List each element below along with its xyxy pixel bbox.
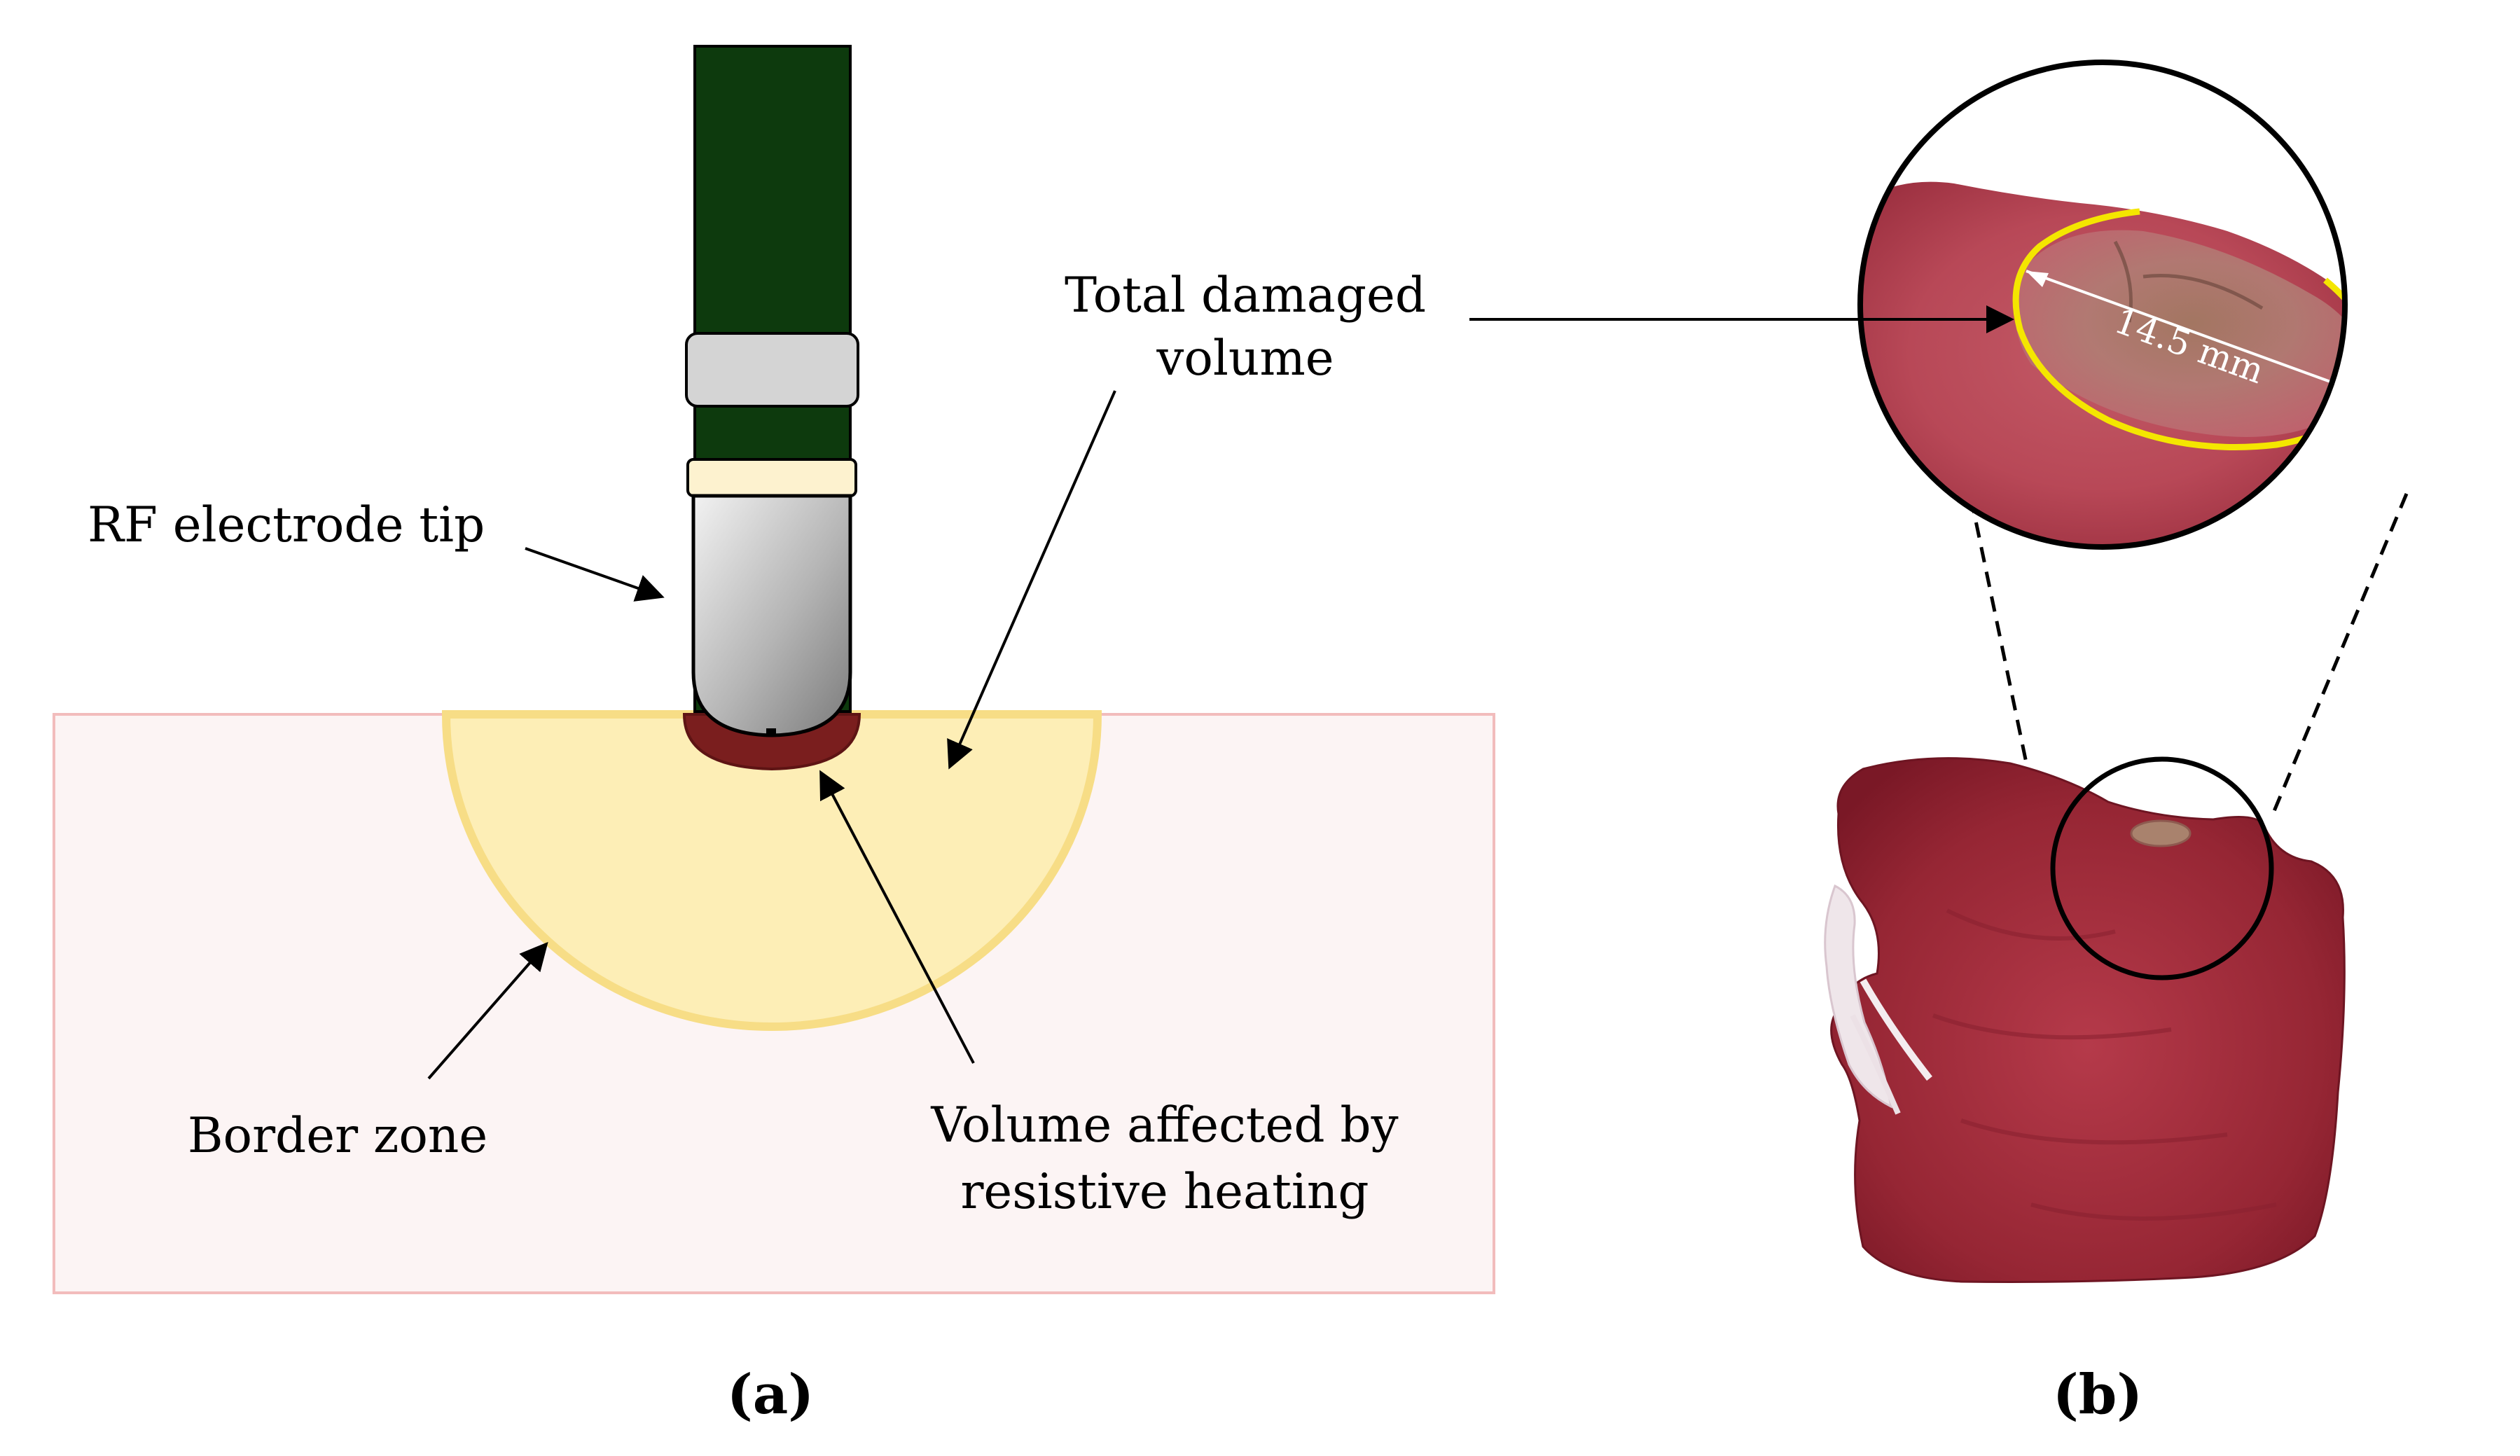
panel-a: RF electrode tip Total damaged volume Bo… [53,45,1495,1427]
label-rf-electrode-tip: RF electrode tip [88,497,485,553]
zoom-connector-right [2269,493,2409,820]
arrow-resistive-heating [819,770,975,1064]
panel-b: 14.5 mm (b) [1469,60,2409,1427]
label-total-damaged-line2: volume [1156,331,1334,387]
zoom-lesion-crack [2113,240,2264,323]
fat-tissue [1824,884,1892,1109]
zoom-lesion-outline [2012,208,2345,450]
region-of-interest-circle [2050,756,2274,980]
meat-texture [1932,908,2277,1221]
zoom-lesion [2014,230,2345,437]
zoom-measure-arrow-left [2026,271,2049,287]
meat-sample-photo [1824,757,2346,1283]
zoom-view: 14.5 mm [1857,60,2369,550]
panel-b-caption: (b) [2053,1363,2142,1427]
fat-strand [1860,978,1932,1081]
electrode-ring-gray [685,332,859,408]
electrode-tip-sensor [766,728,776,737]
arrow-border-zone [427,941,548,1080]
electrode-metal-tip [691,494,852,737]
zoom-measure-arrow-right [2346,380,2369,396]
label-border-zone: Border zone [188,1108,487,1164]
label-resistive-line1: Volume affected by [930,1097,1398,1153]
panel-a-caption: (a) [727,1363,814,1427]
label-total-damaged-line1: Total damaged [1065,268,1426,324]
zoom-measure-line [2026,270,2345,397]
zoom-connector-left [1953,423,2042,827]
arrow-total-volume [947,390,1116,770]
sample-lesion [2130,819,2192,847]
zoom-circle-border [1857,60,2348,550]
border-zone [441,710,1102,1031]
meat-sample [1830,757,2346,1283]
label-resistive-line2: resistive heating [960,1164,1369,1220]
arrow-electrode [525,547,665,602]
fat-strand-2 [1850,1014,1901,1115]
electrode-ring-cream [686,458,857,497]
rf-electrode [685,45,859,737]
